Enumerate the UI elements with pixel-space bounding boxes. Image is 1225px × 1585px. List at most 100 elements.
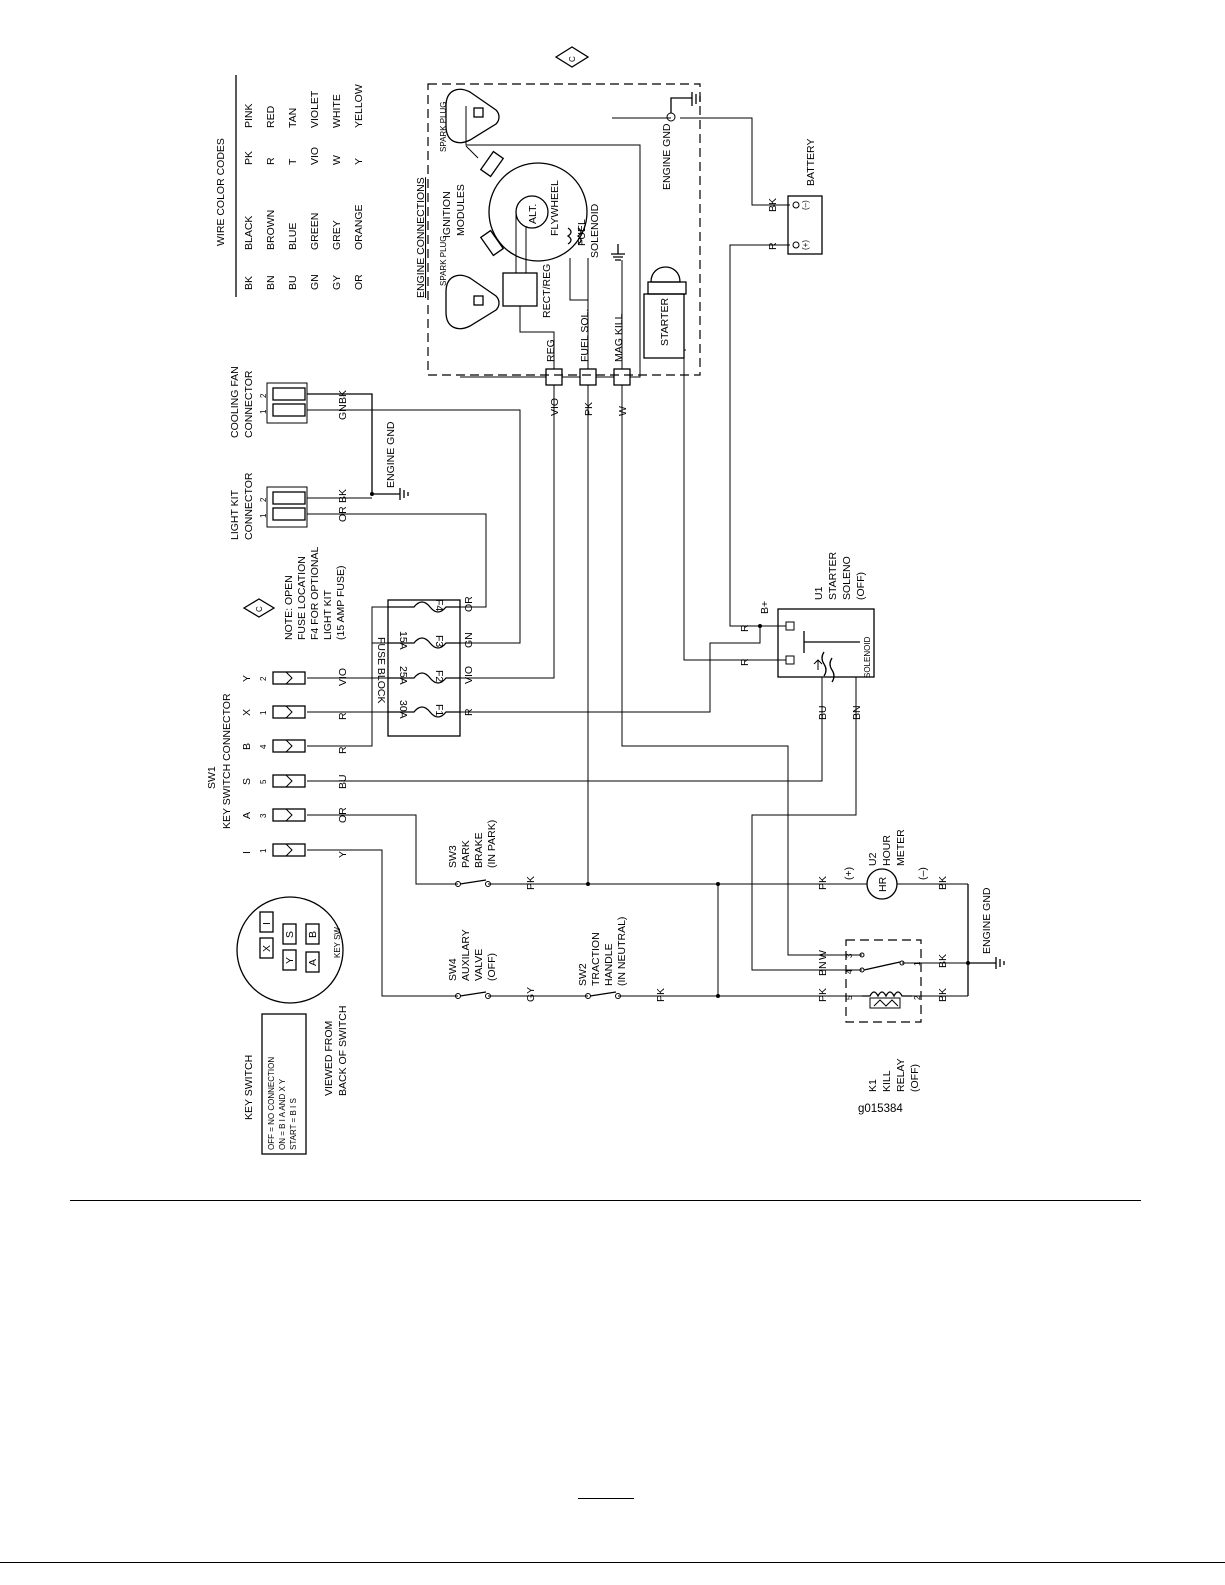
pin-number: 1 bbox=[259, 848, 268, 853]
svg-text:ON = B I A AND X Y: ON = B I A AND X Y bbox=[278, 1078, 287, 1150]
svg-text:RELAY: RELAY bbox=[895, 1058, 907, 1092]
svg-text:(IN NEUTRAL): (IN NEUTRAL) bbox=[616, 917, 628, 986]
key-switch-table: KEY SWITCH OFF = NO CONNECTION ON = B I … bbox=[243, 1006, 349, 1155]
wire-code-abbr: OR bbox=[353, 274, 365, 290]
engine-connections-box: ENGINE CONNECTIONS SPARK PLUG SPARK PLUG… bbox=[415, 83, 701, 386]
flywheel-label: FLYWHEEL bbox=[549, 180, 561, 236]
svg-text:PK: PK bbox=[583, 402, 595, 416]
svg-text:OFF = NO CONNECTION: OFF = NO CONNECTION bbox=[267, 1057, 276, 1150]
svg-text:START = B I S: START = B I S bbox=[289, 1098, 298, 1150]
svg-text:AUXILARY: AUXILARY bbox=[460, 929, 472, 981]
svg-text:BN: BN bbox=[851, 705, 863, 720]
marker-c-top: C bbox=[554, 46, 590, 68]
svg-text:STARTER: STARTER bbox=[827, 552, 839, 600]
wire-code-abbr: BU bbox=[287, 275, 299, 290]
key-switch-face: X I Y S A B KEY SW bbox=[236, 896, 344, 1004]
engine-gnd-middle-label: ENGINE GND bbox=[385, 421, 397, 488]
svg-text:GY: GY bbox=[525, 987, 537, 1002]
fuse-id: F1 bbox=[433, 704, 445, 716]
fuel-sol-connector bbox=[579, 368, 597, 386]
starter-label: STARTER bbox=[659, 298, 671, 346]
svg-text:BK: BK bbox=[337, 489, 349, 503]
svg-text:(–): (–) bbox=[801, 200, 810, 210]
engine-gnd-right-label: ENGINE GND bbox=[981, 887, 993, 954]
battery-label: BATTERY bbox=[805, 139, 817, 186]
wire-code-name: TAN bbox=[287, 108, 299, 128]
wire-code-name: BLUE bbox=[287, 223, 299, 250]
pin-wire: Y bbox=[337, 851, 349, 858]
svg-text:BU: BU bbox=[817, 705, 829, 720]
pin-number: 1 bbox=[259, 710, 268, 715]
fuse bbox=[388, 672, 460, 684]
fuse-id: F3 bbox=[433, 635, 445, 647]
svg-text:BRAKE: BRAKE bbox=[473, 832, 485, 868]
section-divider bbox=[70, 1200, 1141, 1201]
wire-code-name: RED bbox=[265, 105, 277, 128]
pin-number: 3 bbox=[259, 813, 268, 818]
marker-c-note: C NOTE: OPEN FUSE LOCATION F4 FOR OPTION… bbox=[242, 546, 347, 640]
pin-number: 5 bbox=[259, 779, 268, 784]
svg-text:BN: BN bbox=[817, 961, 829, 976]
wire-code-name: YELLOW bbox=[353, 84, 365, 128]
engine-gnd-right: ENGINE GND bbox=[966, 884, 1005, 996]
svg-text:4: 4 bbox=[845, 969, 854, 974]
engine-gnd-middle: ENGINE GND bbox=[307, 393, 409, 500]
figure-id: g015384 bbox=[858, 1103, 903, 1115]
svg-text:W: W bbox=[817, 950, 829, 960]
wire-code-name: BLACK bbox=[243, 216, 255, 250]
pin-number: 2 bbox=[259, 676, 268, 681]
pin-wire: R bbox=[337, 746, 349, 754]
svg-text:VIO: VIO bbox=[549, 398, 561, 416]
b-plus-label: B+ bbox=[759, 601, 771, 614]
key-switch-table-title: KEY SWITCH bbox=[243, 1055, 255, 1120]
svg-text:SW4: SW4 bbox=[447, 958, 459, 981]
connector-pin bbox=[272, 739, 306, 753]
svg-text:VIO: VIO bbox=[463, 666, 475, 684]
mag-kill-connector bbox=[613, 368, 631, 386]
svg-text:OR: OR bbox=[463, 596, 475, 612]
fuse-note-2: FUSE LOCATION bbox=[296, 556, 308, 640]
svg-text:A: A bbox=[307, 959, 319, 966]
fuse-id: F2 bbox=[433, 670, 445, 682]
pin-number: 4 bbox=[259, 744, 268, 749]
svg-text:5: 5 bbox=[845, 995, 854, 1000]
svg-text:METER: METER bbox=[895, 829, 907, 866]
reg-connector bbox=[545, 368, 563, 386]
hr-label: HR bbox=[877, 876, 889, 892]
svg-text:Y: Y bbox=[284, 957, 296, 964]
main-wiring bbox=[307, 349, 968, 997]
key-sw-label: KEY SW bbox=[333, 927, 342, 958]
battery-pos-wire: R bbox=[767, 242, 779, 250]
fuse-rating: 25A bbox=[397, 666, 409, 685]
svg-text:1: 1 bbox=[259, 409, 268, 414]
svg-text:2: 2 bbox=[913, 995, 922, 1000]
svg-text:X: X bbox=[261, 945, 273, 952]
fuse-id: F4 bbox=[433, 599, 445, 611]
svg-text:HANDLE: HANDLE bbox=[603, 943, 615, 986]
engine-gnd-top-terminal bbox=[666, 112, 676, 122]
engine-internal-wires bbox=[460, 106, 790, 378]
kill-relay: 3 4 1 5 2 K1 KILL RELAY (OFF) bbox=[845, 939, 922, 1092]
fuse bbox=[388, 601, 460, 613]
wire-code-name: BROWN bbox=[265, 210, 277, 250]
wire-code-name: GREY bbox=[331, 220, 343, 250]
svg-text:B: B bbox=[307, 931, 319, 938]
svg-text:(IN PARK): (IN PARK) bbox=[486, 820, 498, 868]
svg-text:SW1: SW1 bbox=[206, 766, 218, 789]
svg-text:KILL: KILL bbox=[881, 1070, 893, 1092]
spark-plug-top: SPARK PLUG bbox=[439, 88, 500, 159]
pin-letter: A bbox=[241, 812, 253, 819]
battery-neg-wire: BK bbox=[767, 198, 779, 212]
junction-dots bbox=[586, 882, 720, 998]
svg-text:LIGHT KIT: LIGHT KIT bbox=[229, 489, 241, 540]
wire-labels: VIO PK W OR GN VIO R PK GY PK BU BN PK W… bbox=[463, 398, 949, 1002]
fuse-block-label: FUSE BLOCK bbox=[375, 637, 387, 704]
wire-color-codes-table: WIRE COLOR CODES BKBLACKPKPINKBNBROWNRRE… bbox=[215, 75, 365, 297]
fuel-sol-label: FUEL SOL. bbox=[579, 309, 591, 362]
wire-codes-title: WIRE COLOR CODES bbox=[215, 138, 227, 246]
svg-text:BACK OF SWITCH: BACK OF SWITCH bbox=[337, 1006, 349, 1096]
pin-wire: R bbox=[337, 712, 349, 720]
